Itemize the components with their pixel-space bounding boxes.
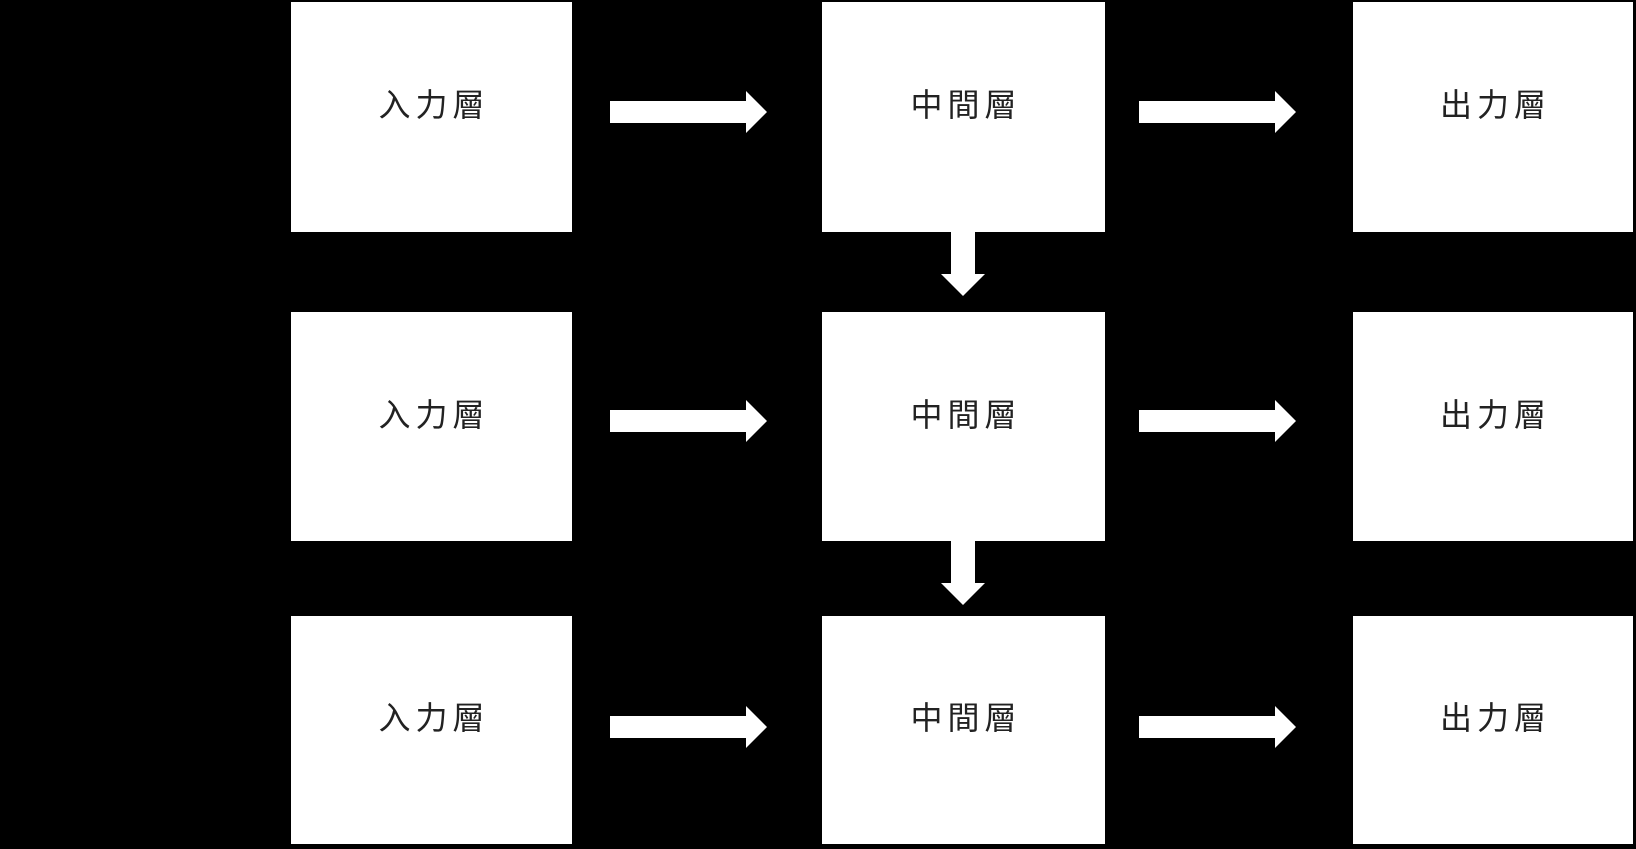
node-output-layer-row2: 出力層 <box>1353 312 1633 541</box>
arrow-right-icon <box>610 400 767 442</box>
arrow-right-icon <box>1139 400 1296 442</box>
node-label: 出力層 <box>1439 396 1551 433</box>
arrow-down-icon <box>941 232 985 296</box>
node-label: 出力層 <box>1439 87 1551 123</box>
node-input-layer-row3: 入力層 <box>291 616 572 844</box>
node-label: 中間層 <box>910 396 1022 433</box>
arrow-down-icon <box>941 541 985 605</box>
node-label: 中間層 <box>910 87 1022 123</box>
node-input-layer-row2: 入力層 <box>291 312 572 541</box>
node-label: 出力層 <box>1439 700 1551 736</box>
node-label: 入力層 <box>378 700 490 736</box>
node-input-layer-row1: 入力層 <box>291 2 572 232</box>
node-label: 中間層 <box>910 700 1022 736</box>
arrow-right-icon <box>610 706 767 748</box>
arrow-right-icon <box>1139 706 1296 748</box>
arrow-right-icon <box>610 91 767 133</box>
node-hidden-layer-row3: 中間層 <box>822 616 1105 844</box>
arrow-right-icon <box>1139 91 1296 133</box>
node-output-layer-row3: 出力層 <box>1353 616 1633 844</box>
node-hidden-layer-row1: 中間層 <box>822 2 1105 232</box>
node-label: 入力層 <box>378 87 490 123</box>
node-hidden-layer-row2: 中間層 <box>822 312 1105 541</box>
node-label: 入力層 <box>378 396 490 433</box>
node-output-layer-row1: 出力層 <box>1353 2 1633 232</box>
